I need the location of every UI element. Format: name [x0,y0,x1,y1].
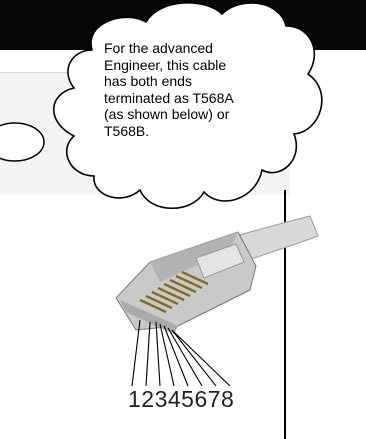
pin-leader-lines [131,319,231,387]
vertical-divider [284,190,286,439]
callout-line: Engineer, this cable [104,56,227,73]
callout-cloud [52,2,323,210]
callout-text: For the advanced Engineer, this cable ha… [104,40,282,140]
callout-line: terminated as T568A [104,89,234,106]
callout-line: has both ends [104,73,192,90]
callout-line: (as shown below) or [104,106,230,123]
callout-line: T568B. [104,122,150,139]
pin-numbers: 12345678 [128,386,235,412]
callout-tail-bubble [0,122,45,162]
rj45-connector [115,231,257,334]
callout-line: For the advanced [104,40,213,56]
